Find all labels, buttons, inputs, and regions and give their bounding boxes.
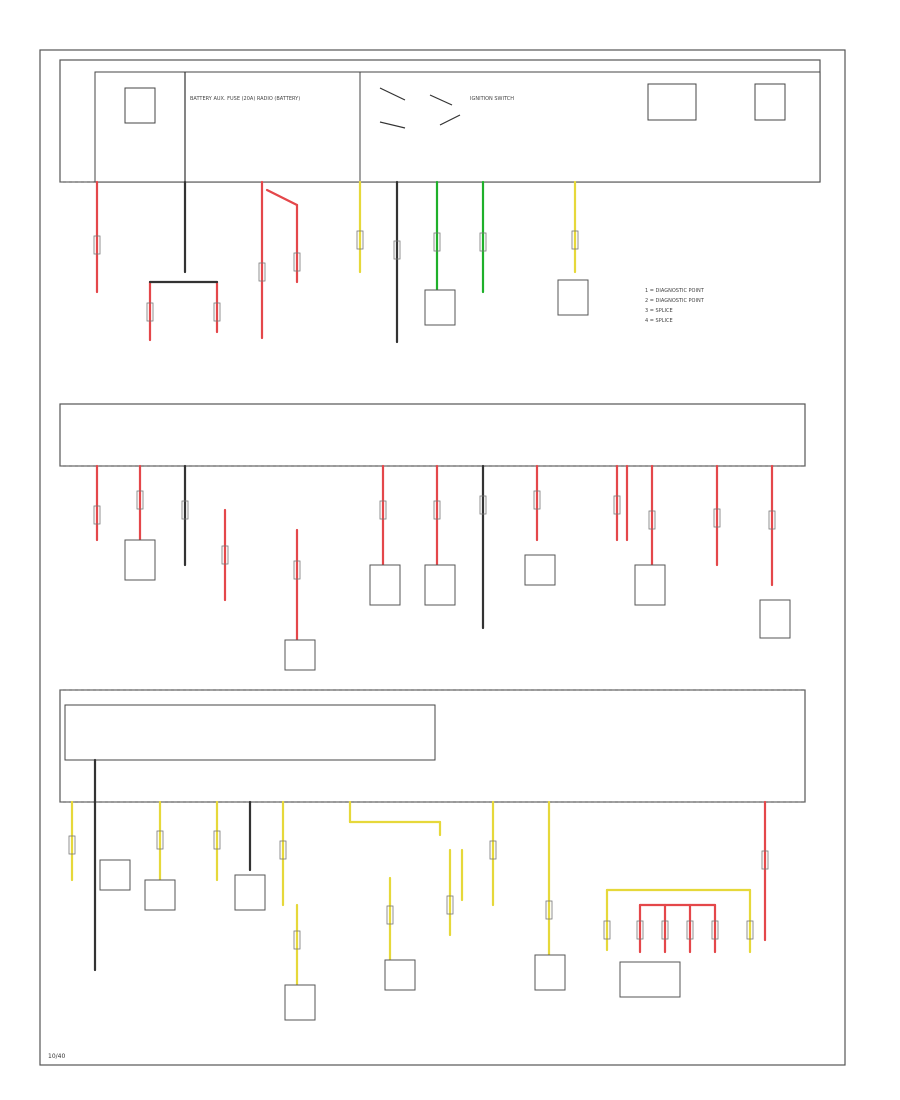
- component-box: [284, 639, 316, 671]
- connector-pin: [533, 490, 541, 510]
- legend-item-4: 4 = SPLICE: [645, 318, 673, 324]
- connector-pin: [761, 850, 769, 870]
- connector-pin: [279, 840, 287, 860]
- connector-pin: [181, 500, 189, 520]
- connector-pin: [393, 240, 401, 260]
- top-box-left-label: BATTERY AUX. FUSE (20A) RADIO (BATTERY): [190, 96, 300, 102]
- connector-pin: [479, 495, 487, 515]
- connector-pin: [686, 920, 694, 940]
- connector-pin: [93, 235, 101, 255]
- connector-pin: [293, 930, 301, 950]
- legend-item-1: 1 = DIAGNOSTIC POINT: [645, 288, 705, 294]
- component-box: [144, 879, 176, 911]
- fuse-block-middle: [59, 403, 806, 467]
- connector-pin: [479, 232, 487, 252]
- connector-pin: [293, 252, 301, 272]
- ignition-switch-label: IGNITION SWITCH: [470, 96, 514, 102]
- connector-pin: [636, 920, 644, 940]
- connector-pin: [571, 230, 579, 250]
- component-box: [124, 539, 156, 581]
- component-box: [369, 564, 401, 606]
- connector-pin: [433, 500, 441, 520]
- connector-pin: [446, 895, 454, 915]
- connector-pin: [713, 508, 721, 528]
- wire-segment: [265, 188, 299, 207]
- connector-pin: [386, 905, 394, 925]
- component-box: [424, 289, 456, 326]
- component-box: [99, 859, 131, 891]
- fuse-block-top: [59, 59, 821, 183]
- component-box: [759, 599, 791, 639]
- legend-item-3: 3 = SPLICE: [645, 308, 673, 314]
- connector-pin: [489, 840, 497, 860]
- component-box: [284, 984, 316, 1021]
- component-box: [634, 564, 666, 606]
- page-frame: [39, 49, 846, 1066]
- component-group: [99, 279, 791, 1021]
- component-box: [424, 564, 456, 606]
- fuse-block-lower: [59, 689, 806, 803]
- connector-pin: [68, 835, 76, 855]
- component-box: [234, 874, 266, 911]
- connector-pin: [648, 510, 656, 530]
- connector-pin: [711, 920, 719, 940]
- connector-pin: [613, 495, 621, 515]
- connector-pin: [293, 560, 301, 580]
- component-box: [619, 961, 681, 998]
- connector-pin: [213, 830, 221, 850]
- connector-pin: [258, 262, 266, 282]
- component-box: [557, 279, 589, 316]
- ignition-switch-icon: [379, 87, 461, 129]
- wire-group: [68, 180, 776, 987]
- connector-pin: [603, 920, 611, 940]
- connector-pin: [156, 830, 164, 850]
- connector-pin: [221, 545, 229, 565]
- connector-pin: [379, 500, 387, 520]
- connector-pin: [146, 302, 154, 322]
- legend-item-2: 2 = DIAGNOSTIC POINT: [645, 298, 705, 304]
- connector-pin: [545, 900, 553, 920]
- connector-pin: [746, 920, 754, 940]
- legend: 1 = DIAGNOSTIC POINT 2 = DIAGNOSTIC POIN…: [645, 288, 705, 324]
- connector-pin: [213, 302, 221, 322]
- connector-pin: [768, 510, 776, 530]
- connector-pin: [93, 505, 101, 525]
- connector-pin: [356, 230, 364, 250]
- component-box: [534, 954, 566, 991]
- connector-pin: [136, 490, 144, 510]
- connector-pin: [433, 232, 441, 252]
- component-box: [384, 959, 416, 991]
- page-reference: 10/40: [48, 1053, 65, 1060]
- component-box: [524, 554, 556, 586]
- connector-pin: [661, 920, 669, 940]
